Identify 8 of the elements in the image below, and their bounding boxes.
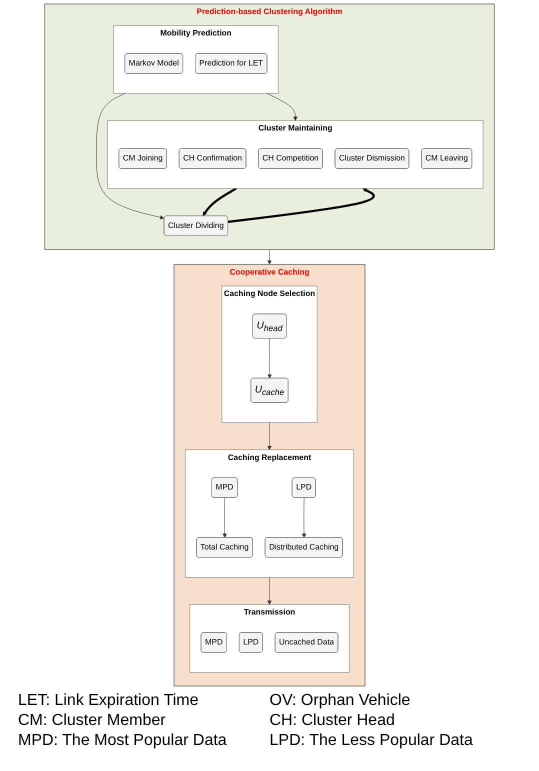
abbreviation-note: MPD: The Most Popular Data [18,732,228,750]
abbreviation-note: CM: Cluster Member [18,712,167,730]
abbreviation-note: CH: Cluster Head [270,712,396,730]
abbreviation-note: OV: Orphan Vehicle [270,692,412,710]
abbreviation-note: LET: Link Expiration Time [18,692,200,710]
arrow [202,187,237,216]
abbreviation-note: LPD: The Less Popular Data [270,732,474,750]
arrow [228,188,375,223]
